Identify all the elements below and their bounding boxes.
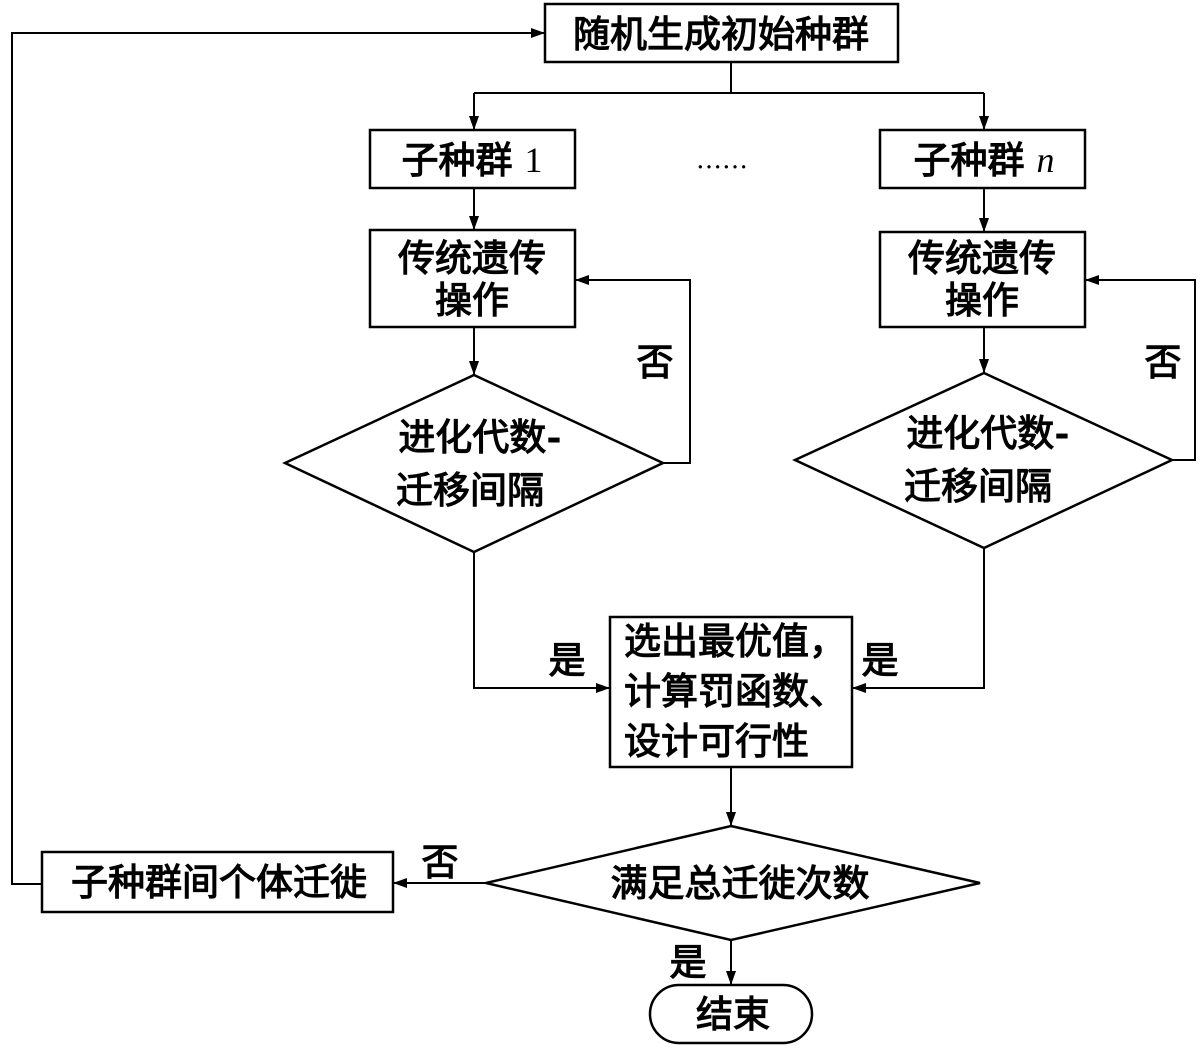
edge-label-right-yes: 是 (862, 638, 899, 682)
node-init: 随机生成初始种群 (543, 2, 900, 64)
edge-migrate-to-init (11, 28, 545, 885)
node-check-right-line2: 迁移间隔 (904, 464, 1052, 508)
node-ga-left-line1: 传统遗传 (397, 236, 546, 280)
edge-check-left-no (575, 275, 691, 464)
node-check-right-line1: 进化代数- (906, 411, 1069, 455)
node-sub1-index: 1 (525, 140, 543, 180)
node-select-line2: 计算罚函数、 (624, 669, 846, 713)
node-check-left-line1: 进化代数- (398, 415, 561, 459)
ellipsis: …… (696, 145, 748, 175)
edge-label-left-no: 否 (637, 340, 674, 384)
node-select-line3: 设计可行性 (624, 719, 809, 763)
edge-check-left-yes (473, 552, 610, 693)
edge-label-total-yes: 是 (670, 940, 707, 984)
node-select: 选出最优值， 计算罚函数、 设计可行性 (608, 615, 854, 769)
node-check-left: 进化代数- 迁移间隔 (282, 373, 666, 554)
node-migrate: 子种群间个体迁徙 (40, 850, 395, 914)
node-subn-label: 子种群 n (914, 138, 1055, 182)
node-total: 满足总迁徙次数 (485, 824, 981, 942)
node-select-line1: 选出最优值， (624, 619, 846, 663)
node-subn-prefix: 子种群 (914, 138, 1025, 182)
node-sub1: 子种群 1 (368, 128, 577, 190)
node-ga-right-line2: 操作 (945, 278, 1019, 322)
node-ga-right-line1: 传统遗传 (907, 236, 1056, 280)
node-end: 结束 (648, 983, 814, 1045)
node-init-label: 随机生成初始种群 (573, 12, 869, 56)
node-ga-right: 传统遗传 操作 (878, 230, 1087, 329)
edge-label-right-no: 否 (1145, 340, 1182, 384)
node-ga-left-line2: 操作 (435, 278, 509, 322)
node-end-label: 结束 (696, 992, 770, 1036)
node-subn-index: n (1037, 140, 1055, 180)
node-check-left-line2: 迁移间隔 (396, 468, 544, 512)
node-sub1-label: 子种群 1 (402, 138, 543, 182)
edge-label-total-no: 否 (422, 840, 459, 884)
node-subn: 子种群 n (878, 128, 1087, 190)
node-ga-left: 传统遗传 操作 (368, 228, 577, 329)
edge-label-left-yes: 是 (549, 638, 586, 682)
node-total-label: 满足总迁徙次数 (611, 861, 870, 905)
node-migrate-label: 子种群间个体迁徙 (71, 860, 367, 904)
edge-check-right-no (1085, 275, 1196, 461)
edge-check-right-yes (852, 548, 985, 693)
node-check-right: 进化代数- 迁移间隔 (792, 371, 1175, 550)
node-sub1-prefix: 子种群 (402, 138, 513, 182)
